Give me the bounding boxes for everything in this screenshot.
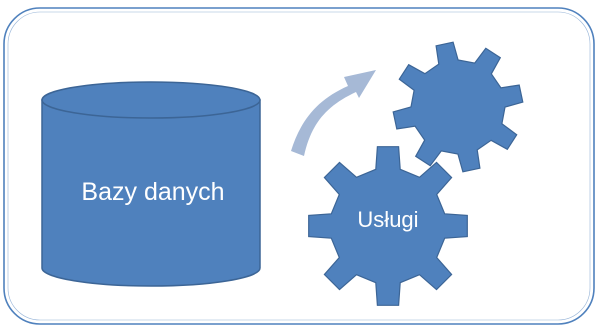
gear-layer	[308, 41, 524, 306]
database-body	[41, 99, 261, 287]
flow-arrow	[291, 70, 376, 156]
database-top	[41, 81, 261, 119]
frame-inner	[7, 11, 591, 321]
small-gear	[392, 41, 524, 173]
database-cylinder	[41, 81, 261, 287]
services-gear	[308, 146, 468, 306]
frame	[3, 7, 595, 325]
